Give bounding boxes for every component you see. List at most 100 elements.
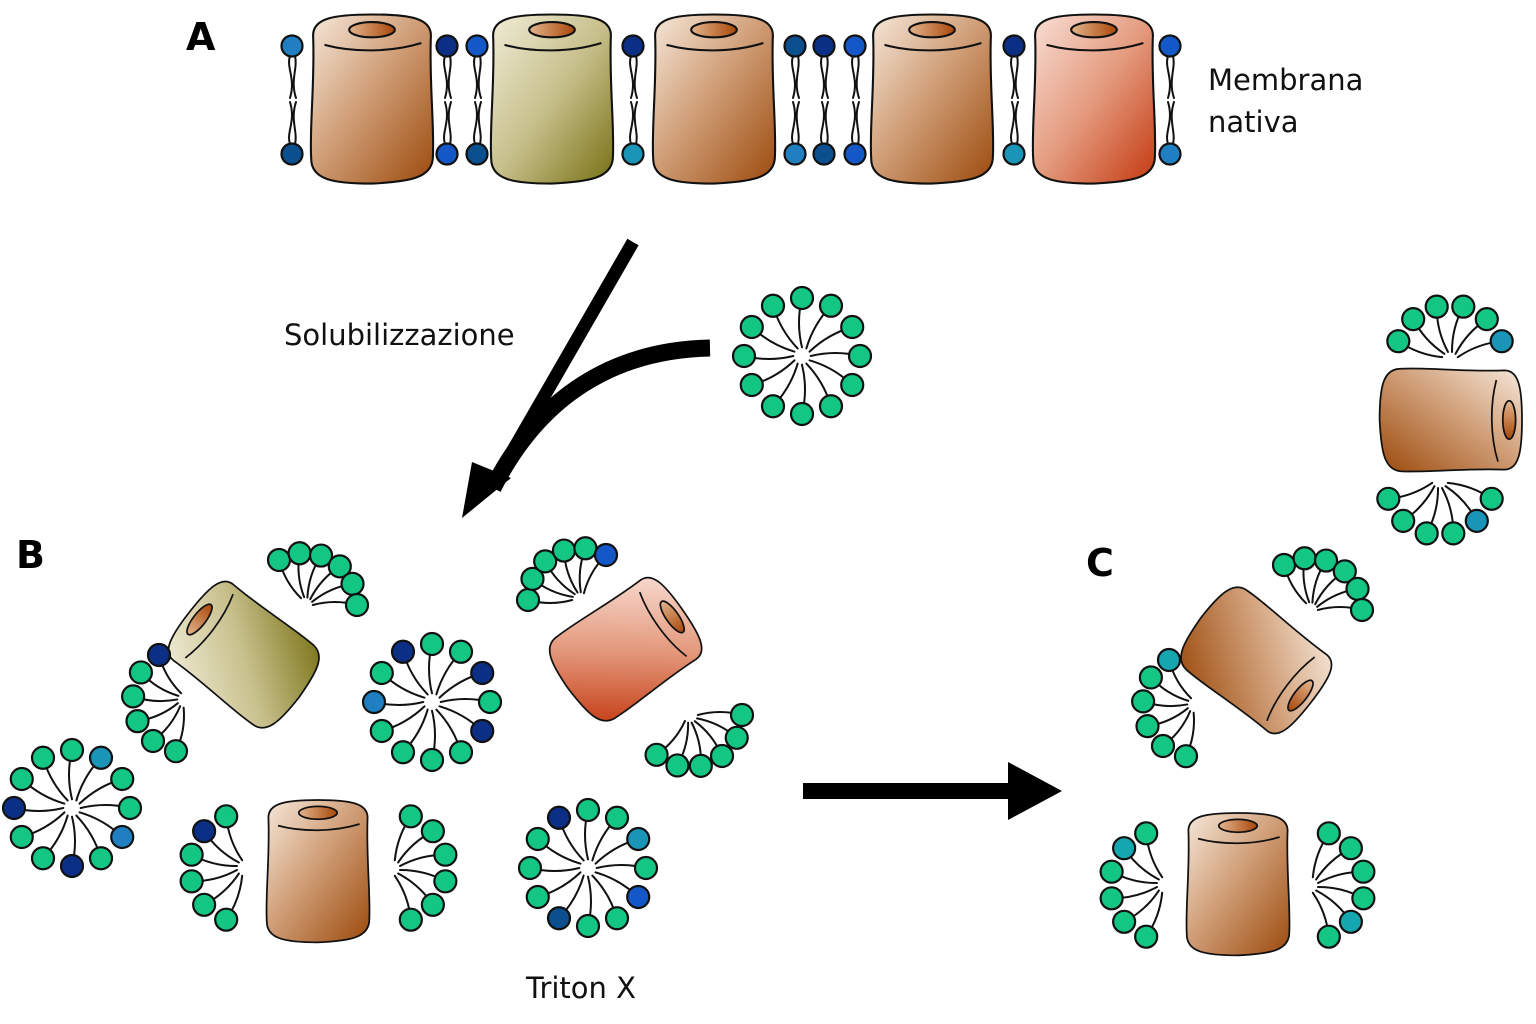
protein-pore (908, 21, 956, 39)
detergent-belt (179, 804, 244, 932)
detergent-head (420, 892, 445, 917)
lipid-tail (1010, 55, 1019, 99)
protein-rim (504, 42, 602, 52)
lipid-head (621, 34, 645, 58)
protein-rim (1046, 42, 1144, 52)
detergent-head (739, 314, 764, 340)
detergent-head (515, 587, 541, 613)
protein-pore (186, 603, 213, 636)
panel-label-c: C (1086, 541, 1114, 585)
detergent-head (525, 826, 550, 852)
protein-body (1031, 13, 1157, 185)
detergent-belt (1271, 546, 1375, 623)
protein-rim (1490, 379, 1499, 462)
detergent-head (192, 892, 217, 917)
lipid (435, 34, 459, 99)
protein-body (1378, 367, 1523, 473)
lipid-head (435, 142, 459, 166)
protein-pore (297, 805, 339, 821)
detergent-head (470, 718, 495, 744)
lipid-head (843, 34, 867, 58)
protein-body (1185, 812, 1291, 957)
protein-body (309, 13, 435, 185)
detergent-head (30, 846, 56, 871)
lipid-head (1002, 142, 1026, 166)
lipid-head (465, 34, 489, 58)
detergent-head (1135, 714, 1160, 739)
detergent-head (433, 869, 458, 894)
lipid (1158, 34, 1182, 99)
detergent-head (59, 737, 85, 763)
detergent-head (398, 907, 423, 932)
detergent-head (1271, 552, 1297, 578)
complex-protein-brown (265, 799, 371, 944)
lipid-head (280, 142, 304, 166)
detergent-head (1401, 307, 1426, 332)
protein-pore (1501, 399, 1517, 441)
detergent-head (525, 884, 550, 910)
detergent-head (1349, 597, 1375, 623)
detergent-head (308, 543, 334, 568)
detergent-head (1351, 886, 1376, 911)
lipid-head (435, 34, 459, 58)
detergent-head (470, 660, 495, 686)
detergent-head (1338, 836, 1363, 861)
detergent-head (1316, 924, 1341, 949)
mixed-micelle (517, 797, 659, 939)
protein-pore (1287, 679, 1314, 712)
lipid-tail (851, 101, 860, 145)
detergent-head (327, 554, 352, 579)
lipid-head (812, 34, 836, 58)
detergent-head (140, 728, 166, 754)
detergent-head (1, 795, 27, 821)
protein-pore (1217, 818, 1259, 834)
protein-rim (638, 591, 688, 658)
detergent-head (1173, 744, 1199, 769)
lipid (843, 34, 867, 99)
detergent-head (1099, 886, 1124, 911)
detergent-head (390, 740, 416, 765)
lipid-head (465, 142, 489, 166)
detergent-head (604, 805, 630, 830)
detergent-head (644, 742, 669, 767)
detergent-head (420, 819, 445, 844)
complex-protein-brown (1378, 367, 1523, 473)
complex-protein-brown (1180, 586, 1333, 735)
detergent-head (847, 343, 873, 369)
lipid-head (812, 142, 836, 166)
detergent-head (448, 740, 474, 765)
detergent-head (1441, 521, 1466, 546)
protein-pore (528, 21, 576, 39)
protein-pore (690, 21, 738, 39)
detergent-head (163, 739, 189, 764)
detergent-head (59, 853, 85, 879)
detergent-head (214, 804, 239, 829)
lipid-tail (820, 101, 829, 145)
detergent-head (626, 884, 651, 910)
protein-body (869, 13, 995, 185)
detergent-head (789, 401, 815, 427)
complex-protein-olive (167, 580, 320, 729)
detergent-belt (1311, 821, 1376, 949)
detergent-head (840, 372, 865, 398)
free-micelles (1, 285, 873, 939)
lipid-tail (820, 55, 829, 99)
protein-rim (277, 823, 360, 832)
lipid-head (280, 34, 304, 58)
panel-label-b: B (16, 533, 45, 577)
detergent-head (88, 745, 114, 770)
detergent-head (709, 743, 735, 769)
detergent-head (604, 906, 630, 931)
detergent-belt (515, 536, 619, 613)
detergent-head (179, 842, 204, 867)
membrane-protein-brown (651, 13, 777, 185)
lipid-head (1002, 34, 1026, 58)
detergent-head (724, 725, 749, 750)
detergent-head (739, 372, 764, 398)
detergent-head (533, 549, 558, 574)
membrane-caption-line2: nativa (1208, 105, 1299, 139)
detergent-head (1479, 486, 1504, 511)
protein-rim (884, 42, 982, 52)
detergent-head (398, 804, 423, 829)
